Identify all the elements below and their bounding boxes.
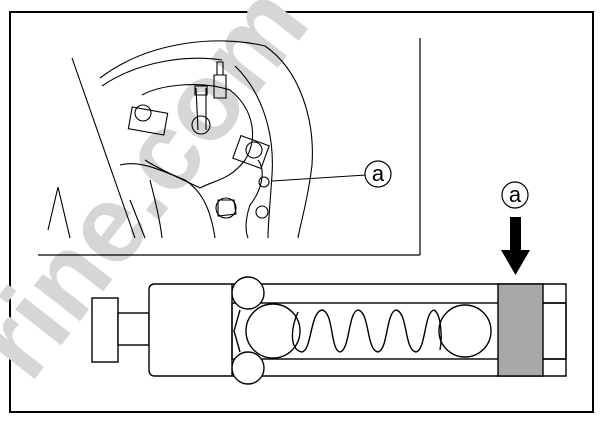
callout-label-top: a	[372, 161, 385, 186]
knob	[91, 297, 119, 363]
ball-bottom	[231, 351, 265, 385]
inset-frame	[38, 38, 421, 256]
inner-channel	[231, 302, 567, 360]
callout-label-bottom: a	[509, 182, 522, 207]
ball-right	[438, 304, 492, 358]
ball-left	[245, 303, 301, 359]
ball-top	[231, 276, 265, 310]
shaft	[117, 312, 150, 346]
spring	[291, 309, 442, 353]
callout-a-bottom: a	[501, 181, 529, 209]
highlighted-block	[497, 283, 544, 377]
tool-cross-section	[91, 276, 567, 385]
engine-cover-drawing	[47, 40, 313, 239]
down-arrow-icon	[501, 217, 530, 275]
outer-frame	[9, 11, 594, 413]
callout-a-top: a	[271, 160, 392, 188]
